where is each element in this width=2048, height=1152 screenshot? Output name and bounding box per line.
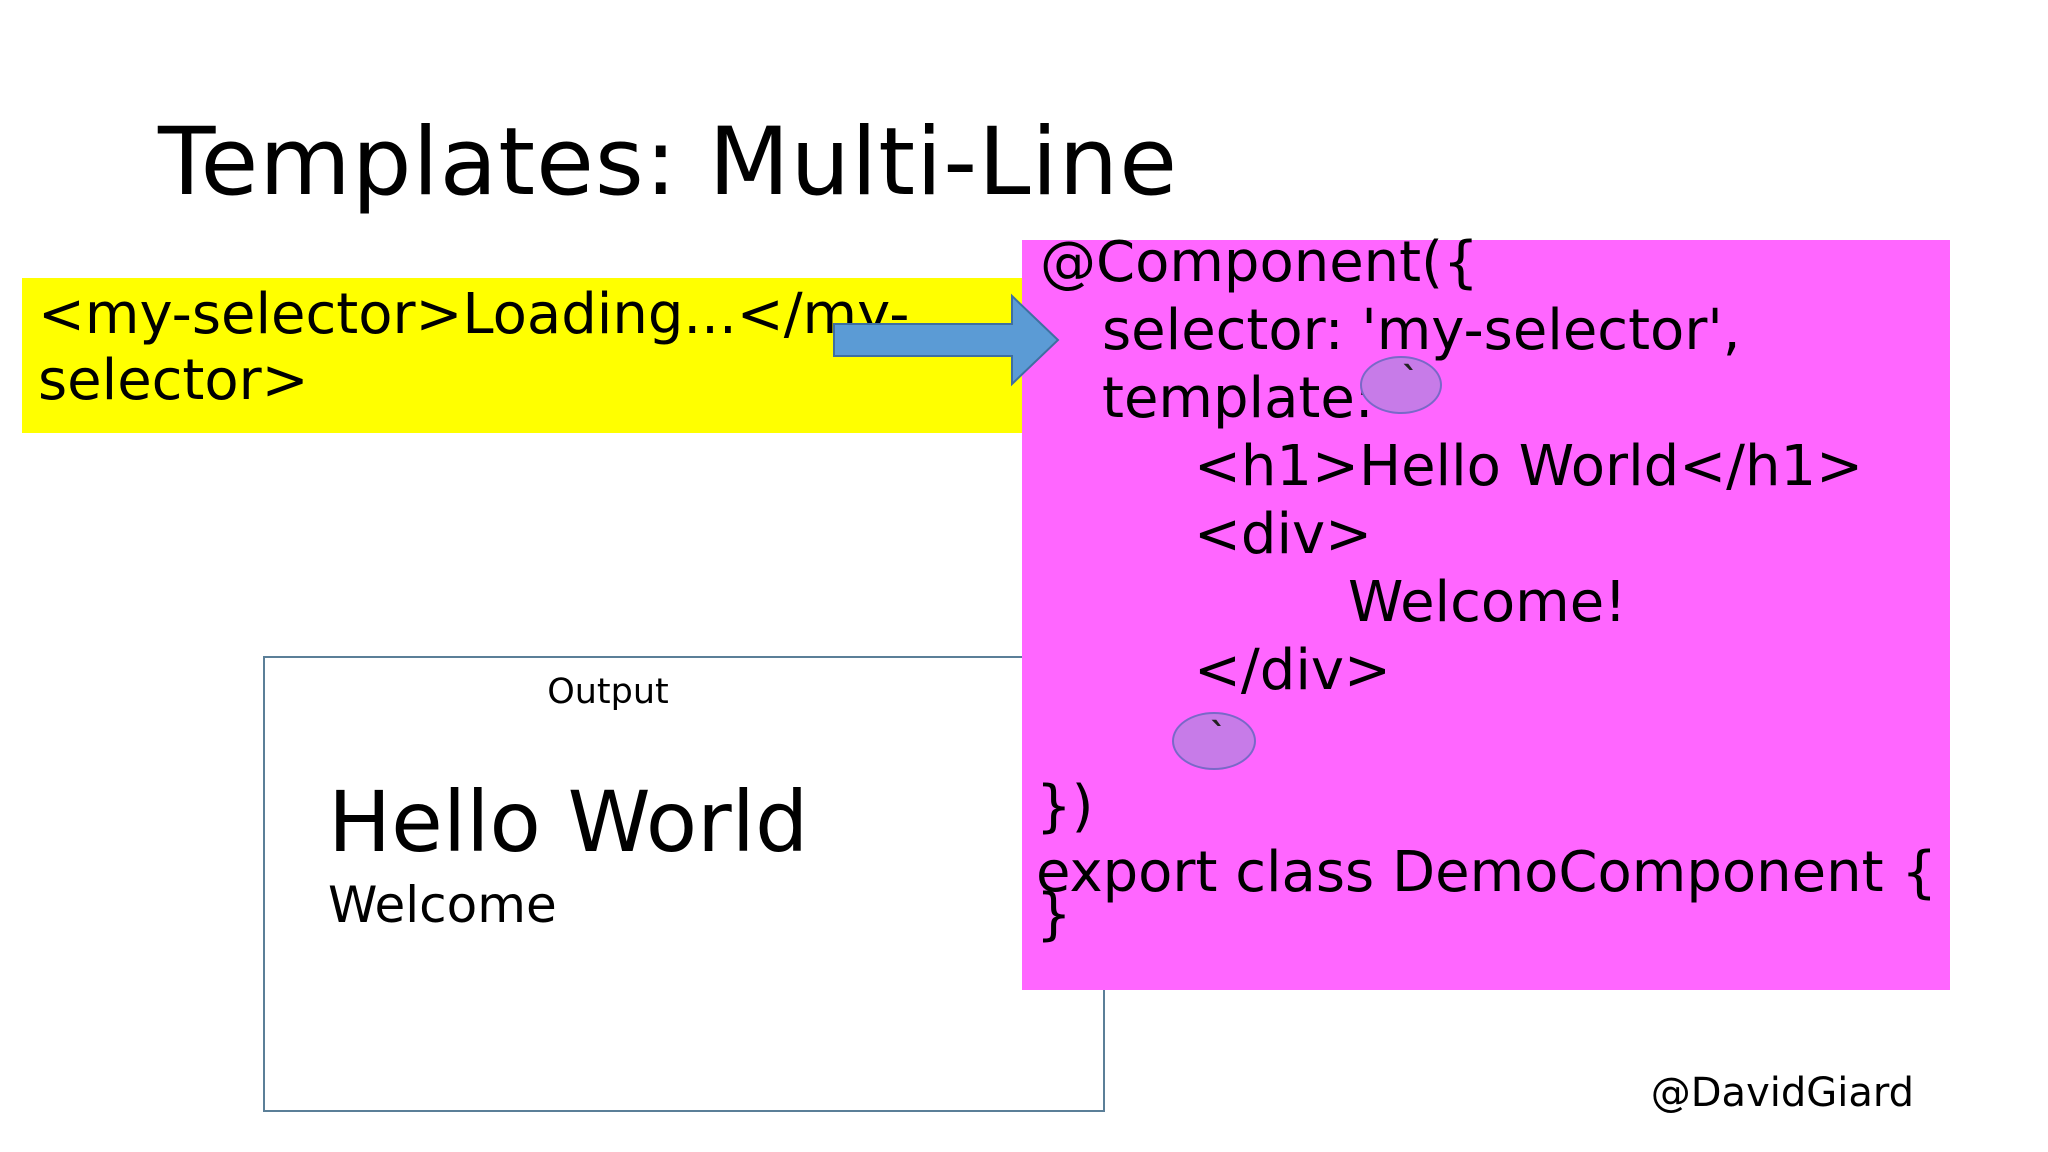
code-line-9: export class DemoComponent {	[1036, 840, 1937, 905]
code-line-7: </div>	[1194, 638, 1391, 703]
code-line-8: })	[1036, 774, 1094, 839]
right-arrow-icon	[833, 293, 1060, 387]
code-line-1: @Component({	[1040, 230, 1479, 295]
output-text: Welcome	[328, 876, 557, 934]
slide-title: Templates: Multi-Line	[158, 108, 1179, 217]
code-line-6: Welcome!	[1348, 570, 1627, 635]
code-line-10: }	[1036, 882, 1072, 947]
backtick-highlight-open: `	[1360, 356, 1442, 414]
backtick-close: `	[1210, 716, 1227, 756]
code-line-3: template:	[1102, 366, 1374, 431]
code-line-4: <h1>Hello World</h1>	[1194, 434, 1864, 499]
code-line-5: <div>	[1194, 502, 1373, 567]
selector-snippet-text: <my-selector>Loading...</my-selector>	[38, 282, 910, 413]
author-handle: @DavidGiard	[1650, 1070, 1914, 1116]
backtick-open: `	[1402, 360, 1419, 400]
output-label: Output	[547, 672, 669, 712]
output-panel: Output Hello World Welcome	[263, 656, 1105, 1112]
backtick-highlight-close: `	[1172, 712, 1256, 770]
output-heading: Hello World	[328, 773, 809, 871]
code-panel: @Component({ selector: 'my-selector', te…	[1022, 230, 1950, 990]
code-line-2: selector: 'my-selector',	[1102, 298, 1741, 363]
